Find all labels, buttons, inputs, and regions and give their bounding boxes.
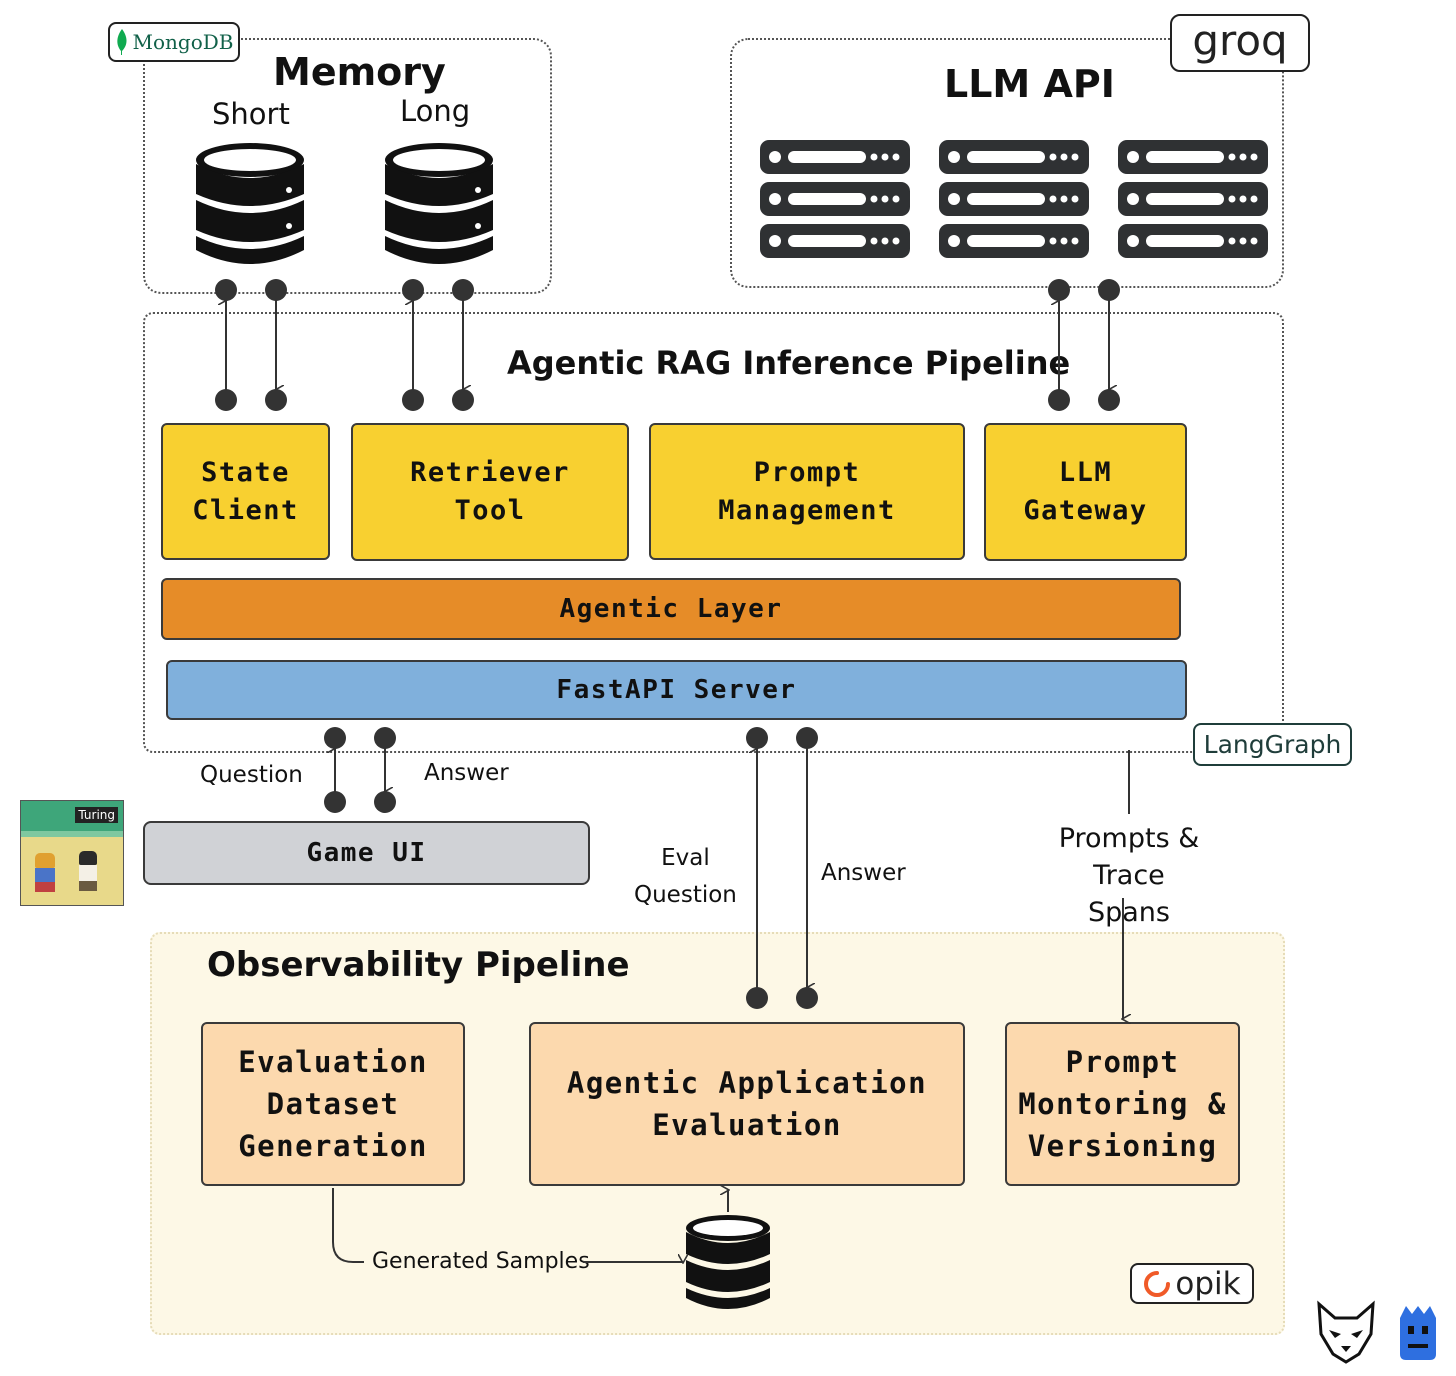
agentic-application-evaluation-box: Agentic Application Evaluation [529,1022,965,1186]
opik-ring-icon [1144,1270,1171,1297]
llm-gateway-box: LLM Gateway [984,423,1187,561]
groq-logo-text: groq [1192,15,1288,65]
observability-title: Observability Pipeline [207,945,630,985]
connector-dot [746,727,768,749]
prompt-monitoring-versioning-box: Prompt Montoring & Versioning [1005,1022,1240,1186]
connector-dot [402,389,424,411]
state-client-box: State Client [161,423,330,560]
generated-samples-database-icon [686,1215,770,1309]
connector-dot [452,389,474,411]
retriever-tool-box: Retriever Tool [351,423,629,561]
game-answer-label: Answer [424,760,509,786]
short-memory-database-icon [196,143,304,264]
memory-panel [143,38,552,294]
game-ui-box[interactable]: Game UI [143,821,590,885]
inference-pipeline-panel [143,312,1284,753]
memory-title: Memory [273,50,446,94]
mongodb-leaf-icon [116,29,126,55]
game-thumbnail: Turing [20,800,124,906]
groq-logo: groq [1170,14,1310,72]
connector-dot [746,987,768,1009]
agentic-layer-bar: Agentic Layer [161,578,1181,640]
short-memory-label: Short [212,97,290,131]
blue-mascot-logo-icon [1400,1306,1436,1360]
connector-dot [796,987,818,1009]
connector-dot [374,791,396,813]
fastapi-server-bar: FastAPI Server [166,660,1187,720]
opik-logo: opik [1130,1263,1254,1304]
prompts-trace-spans-label: Prompts & Trace Spans [1049,820,1209,931]
connector-dot [324,727,346,749]
turing-thumbnail-label: Turing [75,807,118,823]
connector-dot [796,727,818,749]
long-memory-database-icon [385,143,493,264]
llm-api-title: LLM API [944,62,1115,106]
connector-dot [452,279,474,301]
generated-samples-label: Generated Samples [368,1249,594,1274]
llm-server-racks-icon [760,140,1268,258]
pipeline-title: Agentic RAG Inference Pipeline [507,344,1071,382]
connector-dot [402,279,424,301]
eval-question-label: Eval Question [634,845,737,908]
evaluation-dataset-generation-box: Evaluation Dataset Generation [201,1022,465,1186]
connector-dot [215,389,237,411]
connector-dot [1048,389,1070,411]
connector-dot [324,791,346,813]
connector-dot [374,727,396,749]
character-blonde-sprite [35,853,55,893]
mongodb-logo: MongoDB [108,22,240,62]
generated-samples-connector [332,1188,364,1263]
langgraph-logo-text: LangGraph [1203,730,1342,759]
connector-dot [1098,389,1120,411]
wolf-logo-icon [1317,1300,1375,1364]
connector-dot [265,389,287,411]
eval-answer-label: Answer [821,860,906,886]
langgraph-logo: LangGraph [1193,723,1352,766]
connector-dot [265,279,287,301]
question-label: Question [200,762,303,788]
llm-api-panel [730,38,1284,288]
mongodb-logo-text: MongoDB [132,30,234,54]
connector-dot [215,279,237,301]
long-memory-label: Long [400,94,471,128]
connector-dot [1048,279,1070,301]
character-dark-sprite [79,851,97,891]
opik-logo-text: opik [1175,1265,1241,1302]
connector-dot [1098,279,1120,301]
prompt-management-box: Prompt Management [649,423,965,560]
